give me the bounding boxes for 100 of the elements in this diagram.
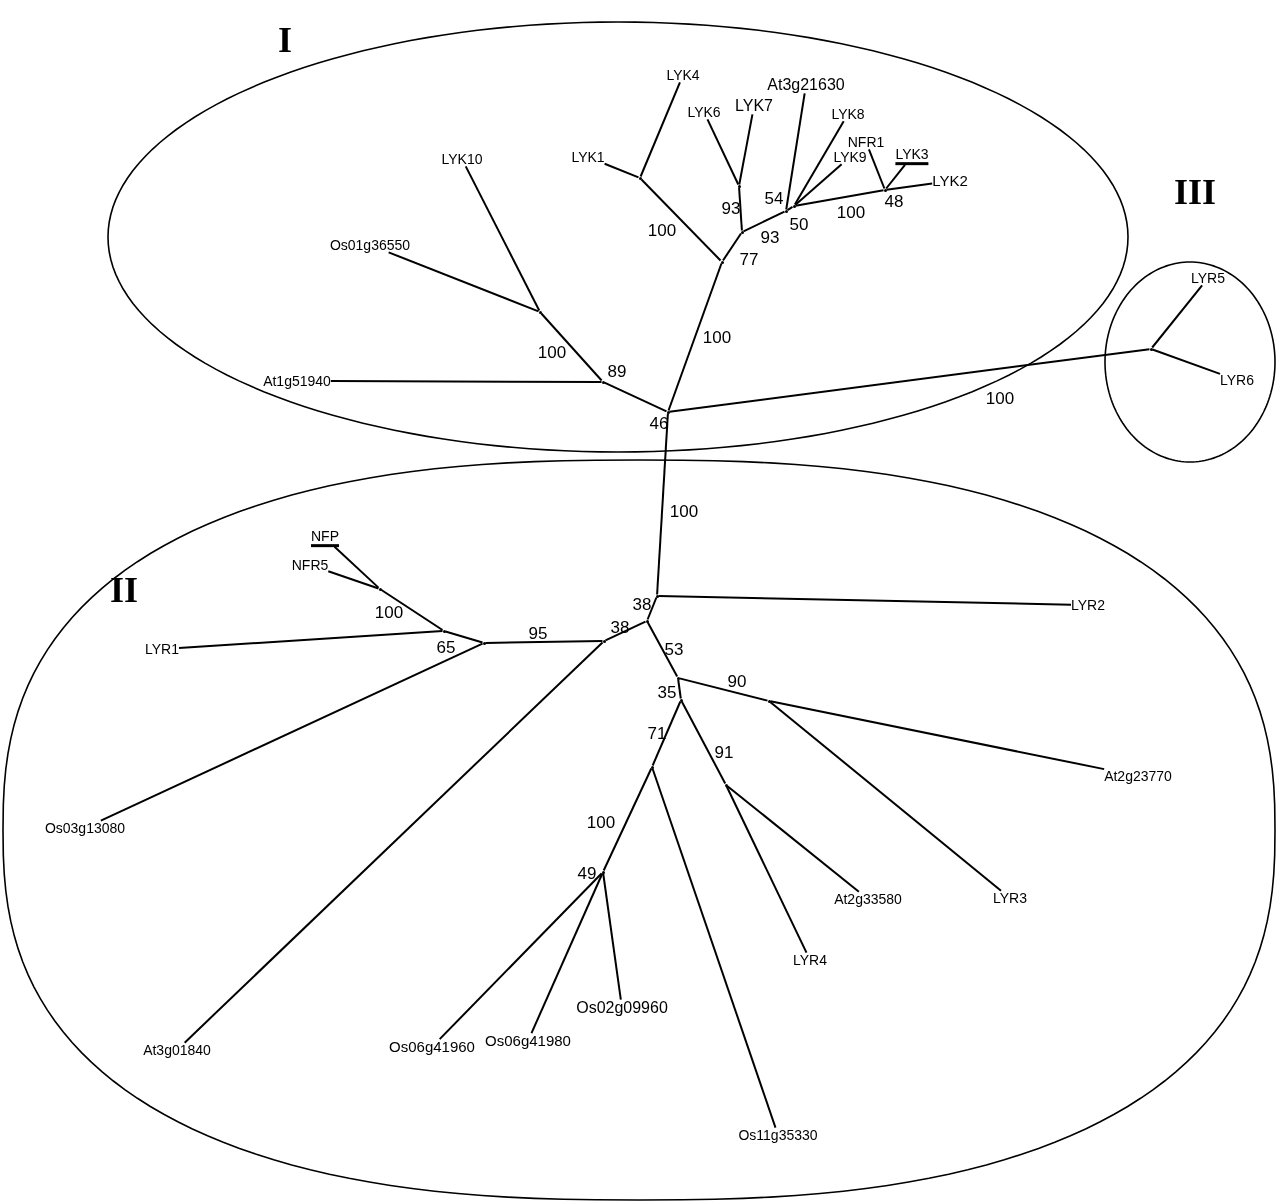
tree-branch [785,92,806,211]
bootstrap-value: 38 [632,595,652,613]
branch-point [655,594,659,598]
bootstrap-value: 93 [721,199,741,217]
bootstrap-value: 71 [647,724,667,742]
bootstrap-value: 95 [528,624,548,642]
taxon-label: LYR5 [1191,270,1225,286]
tree-branch [722,232,742,262]
tree-branch [651,767,777,1129]
branch-point [679,698,683,702]
clade-numeral: I [278,22,292,58]
tree-branch [668,348,1151,413]
bootstrap-value: 100 [537,343,567,361]
tree-branch [738,113,754,186]
bootstrap-value: 35 [657,683,677,701]
tree-branch [178,630,444,649]
branch-point [724,783,728,787]
branch-point [602,639,606,643]
taxon-label: Os11g35330 [738,1127,818,1143]
tree-branch [738,186,743,232]
tree-branch [602,767,653,872]
tree-branch [726,785,860,893]
tree-branch [1151,348,1221,375]
tree-branch [646,596,658,621]
bootstrap-value: 100 [669,502,699,520]
tree-branch [769,700,1106,771]
taxon-label: NFR1 [847,134,885,150]
tree-branch [603,381,668,413]
branch-point [666,410,670,414]
taxon-label: LYK2 [932,173,968,189]
taxon-label: At2g23770 [1104,768,1172,784]
tree-branch [380,589,444,631]
tree-branch [329,380,603,383]
branch-point [792,204,796,208]
bootstrap-value: 38 [610,618,630,636]
branch-point [601,870,605,874]
tree-branch [885,163,906,190]
branch-point [638,176,642,180]
tree-branch [640,178,722,262]
bootstrap-value: 50 [789,215,809,233]
branch-point [650,765,654,769]
tree-branch [706,118,740,186]
tree-branch [530,872,604,1035]
bootstrap-value: 46 [649,414,669,432]
tree-branch [387,251,540,313]
tree-branch [794,163,843,206]
tree-branch [540,312,603,382]
taxon-label: LYK4 [666,67,700,83]
taxon-label: LYK8 [831,106,865,122]
tree-branch [484,640,604,644]
tree-branch [327,570,380,590]
tree-branch [438,872,603,1041]
tree-branch [183,641,604,1044]
tree-branch [793,120,845,206]
tree-branch [604,620,647,642]
taxon-label: LYK9 [833,149,867,165]
taxon-label: At2g33580 [834,891,902,907]
bootstrap-value: 100 [985,389,1015,407]
branch-point [676,676,680,680]
taxon-label: Os03g13080 [44,820,126,836]
taxon-label: NFP [311,529,339,547]
taxon-label: Os06g41980 [485,1033,571,1049]
tree-branch [680,700,727,785]
taxon-label: LYK1 [571,149,605,165]
taxon-label: LYK3 [895,147,929,165]
branch-point [737,184,741,188]
tree-branch [677,678,682,700]
taxon-label: LYR1 [145,641,179,657]
tree-branch [639,81,681,178]
tree-branch [794,189,885,207]
taxon-label: LYK7 [735,97,773,115]
taxon-label: Os06g41960 [389,1039,475,1055]
bootstrap-value: 54 [764,189,784,207]
tree-branch [678,677,769,702]
taxon-label: LYK6 [687,104,721,120]
bootstrap-value: 100 [374,603,404,621]
taxon-label: LYR4 [793,952,827,968]
tree-branch [769,701,1002,892]
taxon-label: LYK10 [441,151,483,167]
branch-point [482,641,486,645]
branch-point [538,310,542,314]
tree-branch [603,162,640,179]
taxon-label: At1g51940 [263,373,331,389]
bootstrap-value: 49 [577,864,597,882]
branch-point [378,587,382,591]
bootstrap-value: 77 [739,250,759,268]
tree-branch [602,872,622,1001]
branch-point [784,209,788,213]
taxon-label: Os01g36550 [329,237,411,253]
bootstrap-value: 91 [714,743,734,761]
tree-branch [99,642,484,822]
branch-point [720,260,724,264]
taxon-label: LYR3 [993,890,1027,906]
taxon-label: LYR2 [1071,597,1105,613]
tree-branch [646,621,679,678]
branch-point [1149,347,1153,351]
bootstrap-value: 100 [702,328,732,346]
bootstrap-value: 93 [760,228,780,246]
branch-point [767,699,771,703]
tree-branch [867,148,886,190]
